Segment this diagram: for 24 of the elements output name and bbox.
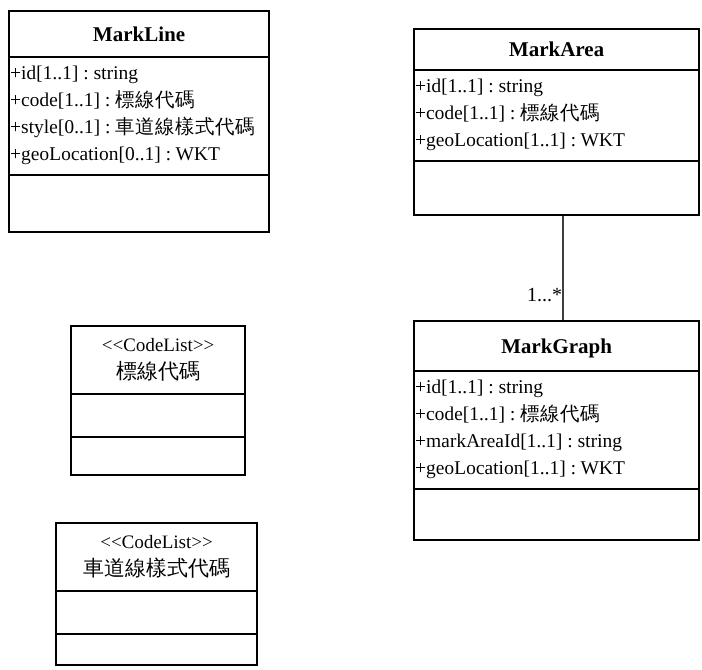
class-name: MarkArea — [508, 37, 604, 62]
attribute-text: +markAreaId[1..1] : string — [415, 430, 622, 454]
class-name: MarkLine — [92, 22, 186, 46]
attribute-text: +style[0..1] : 車道線樣式代碼 — [10, 116, 256, 140]
attribute-text: +code[1..1] : 標線代碼 — [415, 102, 600, 126]
attribute-text: +id[1..1] : string — [415, 376, 543, 400]
stereotype-label: <<CodeList>> — [100, 532, 213, 554]
class-name: 標線代碼 — [116, 358, 200, 385]
codelist-class-box — [55, 522, 258, 666]
attribute-text: +geoLocation[1..1] : WKT — [415, 457, 625, 481]
codelist-class-box — [70, 325, 246, 476]
class-box — [413, 320, 700, 541]
class-name: 車道線樣式代碼 — [83, 555, 230, 582]
class-box — [413, 28, 700, 216]
attribute-text: +code[1..1] : 標線代碼 — [10, 89, 196, 113]
association-line — [562, 216, 564, 320]
stereotype-label: <<CodeList>> — [102, 335, 214, 357]
attribute-text: +geoLocation[0..1] : WKT — [10, 143, 220, 167]
class-name: MarkGraph — [501, 334, 612, 358]
attribute-text: +id[1..1] : string — [10, 62, 138, 86]
class-box — [8, 10, 270, 233]
attribute-text: +geoLocation[1..1] : WKT — [415, 129, 625, 153]
attribute-text: +code[1..1] : 標線代碼 — [415, 403, 600, 427]
attribute-text: +id[1..1] : string — [415, 75, 543, 99]
